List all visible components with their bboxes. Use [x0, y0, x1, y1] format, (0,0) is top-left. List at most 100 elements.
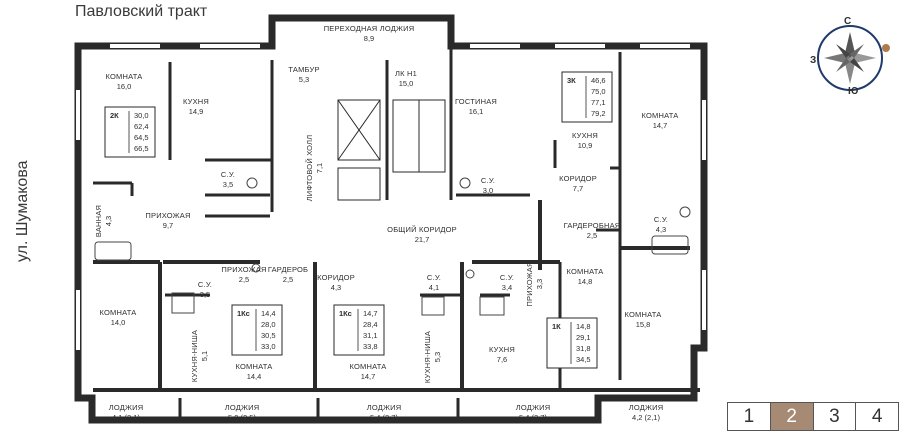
- room-name: ЛК Н1: [395, 69, 417, 78]
- room-name: КОМНАТА: [642, 111, 679, 120]
- room-area: 10,9: [578, 141, 593, 150]
- room-area: 4,3: [104, 216, 113, 226]
- apartment-area-value: 28,0: [261, 320, 276, 329]
- room-name: ЛИФТОВОЙ ХОЛЛ: [305, 135, 314, 202]
- room-name: ГАРДЕРОБНАЯ: [564, 221, 621, 230]
- apartment-area-value: 31,1: [363, 331, 378, 340]
- room-name: КОМНАТА: [106, 72, 143, 81]
- floor-tab-3[interactable]: 3: [812, 403, 856, 430]
- apartment-area-value: 64,5: [134, 133, 149, 142]
- room-area: 7,7: [573, 184, 583, 193]
- room-name: ПРИХОЖАЯ: [221, 265, 266, 274]
- fixtures: [94, 177, 691, 316]
- floor-tab-2[interactable]: 2: [769, 403, 813, 430]
- apartment-area-value: 14,4: [261, 309, 276, 318]
- floor-selector: 1 2 3 4: [727, 402, 899, 431]
- apartment-area-value: 29,1: [576, 333, 591, 342]
- room-area: 3,5: [200, 290, 210, 299]
- apartment-area-value: 77,1: [591, 98, 606, 107]
- room-name: КУХНЯ-НИША: [190, 330, 199, 382]
- room-name: ЛОДЖИЯ: [225, 403, 260, 412]
- apartment-type: 1Кс: [339, 309, 352, 318]
- apartment-card[interactable]: 3К 46,6 75,0 77,1 79,2: [561, 71, 613, 123]
- room-area: 4,1: [429, 283, 439, 292]
- apartment-area-value: 46,6: [591, 76, 606, 85]
- room-name: С.У.: [221, 170, 235, 179]
- room-name: ПЕРЕХОДНАЯ ЛОДЖИЯ: [324, 24, 415, 33]
- room-name: ТАМБУР: [288, 65, 319, 74]
- room-name: ЛОДЖИЯ: [367, 403, 402, 412]
- room-area: 8,9: [364, 34, 374, 43]
- apartment-area-value: 75,0: [591, 87, 606, 96]
- room-name: ГАРДЕРОБ: [268, 265, 308, 274]
- room-area: 2,5: [587, 231, 597, 240]
- room-name: ЛОДЖИЯ: [516, 403, 551, 412]
- floor-tab-1[interactable]: 1: [743, 406, 755, 427]
- room-name: С.У.: [427, 273, 441, 282]
- room-area: 14,0: [111, 318, 126, 327]
- room-area: 15,8: [636, 320, 651, 329]
- room-area: 14,4: [247, 372, 262, 381]
- apartment-area-value: 31,8: [576, 344, 591, 353]
- room-name: ЛОДЖИЯ: [109, 403, 144, 412]
- room-name: ПРИХОЖАЯ: [145, 211, 190, 220]
- apartment-type: 1Кс: [237, 309, 250, 318]
- walls: [74, 14, 708, 424]
- room-area: 2,5: [283, 275, 293, 284]
- apartment-area-value: 66,5: [134, 144, 149, 153]
- apartment-area-value: 14,7: [363, 309, 378, 318]
- apartment-card-frame: [561, 71, 613, 123]
- room-name: ГОСТИНАЯ: [455, 97, 497, 106]
- room-name: КУХНЯ: [489, 345, 515, 354]
- room-area: 21,7: [415, 235, 430, 244]
- apartment-card-frame: [231, 304, 283, 356]
- apartment-area-value: 14,8: [576, 322, 591, 331]
- room-label: С.У.4,3: [654, 215, 668, 234]
- apartment-card-frame: [104, 106, 156, 158]
- apartment-type: 3К: [567, 76, 576, 85]
- room-area: 4,3: [331, 283, 341, 292]
- apartment-area-value: 33,0: [261, 342, 276, 351]
- apartment-card-frame: [546, 317, 598, 369]
- apartment-area-value: 33,8: [363, 342, 378, 351]
- room-name: С.У.: [654, 215, 668, 224]
- room-area: 5,1: [200, 351, 209, 361]
- room-name: КОМНАТА: [100, 308, 137, 317]
- apartment-area-value: 34,5: [576, 355, 591, 364]
- apartment-area-value: 79,2: [591, 109, 606, 118]
- room-name: КОРИДОР: [559, 174, 597, 183]
- room-name: КОМНАТА: [350, 362, 387, 371]
- room-area: 4,1 (2,1): [112, 413, 140, 422]
- room-area: 14,8: [578, 277, 593, 286]
- room-label: С.У.3,4: [500, 273, 514, 292]
- floor-tab-4[interactable]: 4: [855, 403, 898, 430]
- room-area: 3,4: [502, 283, 512, 292]
- stairwell: [337, 99, 446, 201]
- room-area: 7,1: [315, 163, 324, 173]
